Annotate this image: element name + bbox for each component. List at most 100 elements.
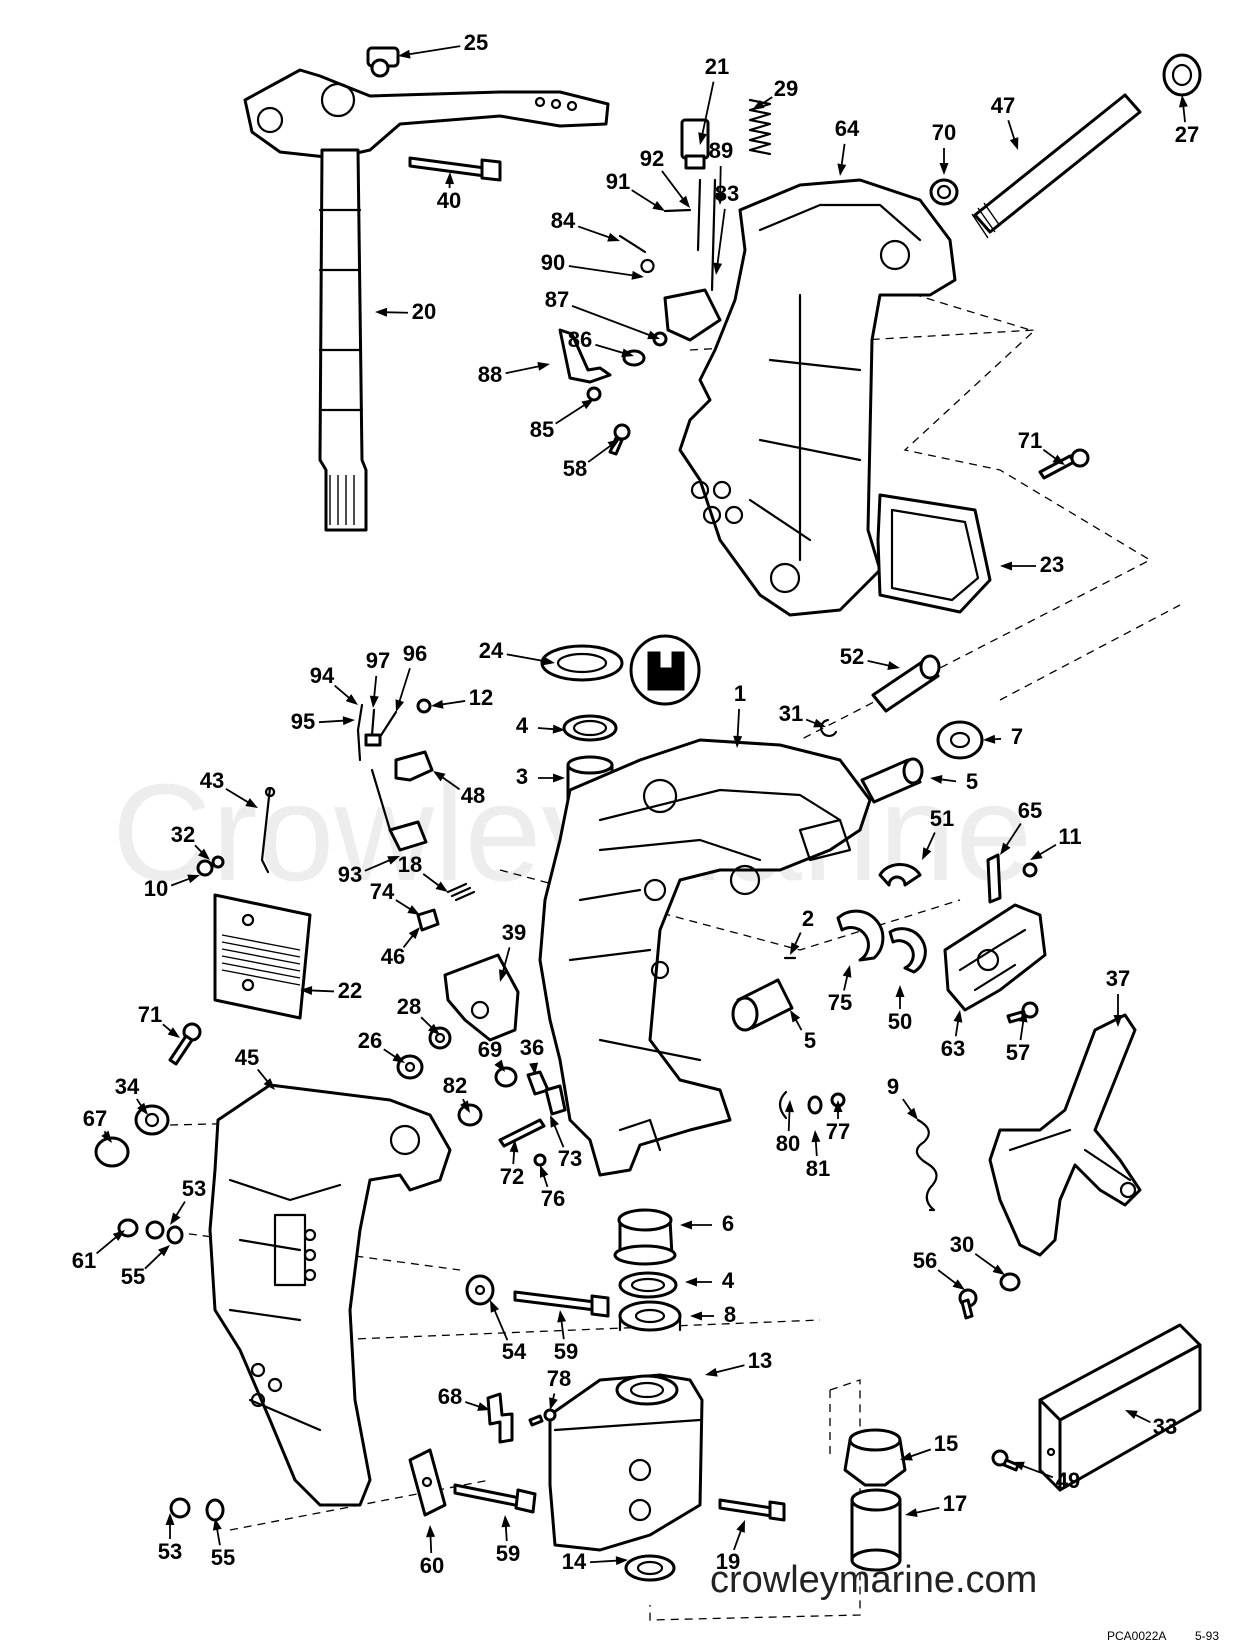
callout-label-32: 32	[171, 822, 195, 847]
callout-label-83: 83	[715, 181, 739, 206]
part-54-washer	[465, 1274, 495, 1306]
leader-arrow-2	[790, 942, 800, 955]
callout-label-51: 51	[930, 806, 954, 831]
part-57-screw	[1006, 1001, 1039, 1024]
callout-label-58: 58	[563, 456, 587, 481]
callout-label-52: 52	[840, 644, 864, 669]
leader-arrow-59	[557, 1310, 567, 1323]
leader-arrow-93	[387, 856, 400, 865]
leader-arrow-27	[1178, 95, 1188, 108]
leader-line-83	[716, 208, 726, 268]
part-50-pad	[888, 927, 927, 974]
leader-arrow-23	[1000, 561, 1012, 571]
leader-arrow-91	[652, 200, 665, 211]
callout-label-70: 70	[932, 120, 956, 145]
part-53-nut-upper	[145, 1220, 165, 1240]
callout-label-27: 27	[1175, 122, 1199, 147]
callout-label-55: 55	[121, 1264, 145, 1289]
part-75-pad	[836, 909, 885, 962]
leader-arrow-67	[101, 1130, 112, 1143]
footer-url[interactable]: crowleymarine.com	[710, 1559, 1037, 1601]
callout-label-80: 80	[776, 1131, 800, 1156]
leader-arrow-73	[550, 1115, 559, 1128]
callout-label-87: 87	[545, 287, 569, 312]
callout-label-31: 31	[779, 701, 803, 726]
leader-arrow-72	[509, 1140, 519, 1153]
part-9-spring	[915, 1118, 938, 1212]
leader-arrow-82	[460, 1100, 470, 1113]
part-7-washer	[936, 720, 984, 760]
leader-arrow-49	[1012, 1461, 1025, 1471]
leader-line-1	[736, 708, 740, 741]
leader-arrow-13	[705, 1367, 718, 1377]
leader-line-25	[405, 45, 461, 56]
leader-arrow-85	[581, 399, 594, 410]
leader-line-52	[867, 659, 893, 668]
leader-arrow-4	[552, 724, 565, 734]
leader-line-13	[712, 1364, 745, 1375]
callout-label-14: 14	[562, 1549, 587, 1574]
leader-line-73	[552, 1121, 565, 1148]
callout-label-57: 57	[1006, 1040, 1030, 1065]
leader-line-15	[907, 1448, 932, 1459]
part-68-clip	[486, 1392, 514, 1444]
leader-arrow-39	[499, 969, 508, 982]
callout-label-17: 17	[943, 1491, 967, 1516]
callout-label-12: 12	[469, 685, 493, 710]
callout-label-65: 65	[1018, 798, 1042, 823]
callout-label-94: 94	[310, 663, 335, 688]
leader-arrow-92	[679, 195, 690, 208]
leader-line-64	[840, 143, 846, 169]
part-22-side-cover	[213, 893, 312, 1020]
callout-label-61: 61	[72, 1248, 96, 1273]
leader-arrow-46	[408, 927, 420, 940]
callout-label-86: 86	[568, 327, 592, 352]
leader-arrow-74	[407, 905, 420, 915]
part-14-nut	[624, 1554, 676, 1582]
leader-arrow-58	[607, 439, 620, 450]
leader-arrow-9	[907, 1107, 918, 1120]
leader-arrow-71	[167, 1027, 180, 1038]
leader-arrow-11	[1030, 850, 1043, 860]
part-70-nut	[929, 178, 959, 206]
leader-line-20	[382, 311, 409, 314]
leader-arrow-69	[494, 1059, 505, 1072]
leader-arrow-51	[922, 847, 932, 860]
part-76-screw	[533, 1153, 547, 1167]
part-18-spring	[446, 882, 476, 902]
part-92-89-91-wires	[663, 178, 717, 292]
leader-arrow-94	[345, 694, 358, 705]
callout-label-68: 68	[438, 1384, 462, 1409]
part-8-bearing	[618, 1300, 682, 1332]
callout-label-50: 50	[888, 1009, 912, 1034]
callout-label-75: 75	[828, 990, 852, 1015]
part-21-fitting	[680, 118, 710, 170]
leader-line-14	[589, 1559, 621, 1564]
part-63-bracket	[943, 903, 1047, 1012]
leader-arrow-24	[542, 656, 555, 666]
leader-arrow-21	[698, 132, 707, 145]
leader-arrow-1	[733, 735, 743, 748]
part-80-clip	[778, 1090, 788, 1120]
callout-label-89: 89	[709, 138, 733, 163]
leader-arrow-8	[690, 1311, 702, 1321]
part-39-block	[443, 953, 520, 1042]
leader-arrow-30	[992, 1264, 1005, 1275]
callout-label-4: 4	[516, 713, 529, 738]
part-88-lever	[558, 328, 612, 384]
callout-label-55: 55	[211, 1545, 235, 1570]
part-71-screw-lower	[168, 1022, 202, 1066]
leader-arrow-33	[1125, 1410, 1138, 1420]
leader-arrow-17	[905, 1508, 918, 1518]
leader-arrow-88	[537, 361, 550, 371]
leader-line-12	[438, 700, 466, 706]
part-12-screw	[416, 698, 432, 714]
part-58-screw	[608, 423, 631, 456]
part-82-bushing	[457, 1103, 483, 1127]
leader-line-22	[307, 989, 335, 993]
callout-label-34: 34	[115, 1074, 140, 1099]
leader-arrow-71	[1052, 454, 1065, 465]
part-53-nut-lower	[169, 1497, 191, 1519]
